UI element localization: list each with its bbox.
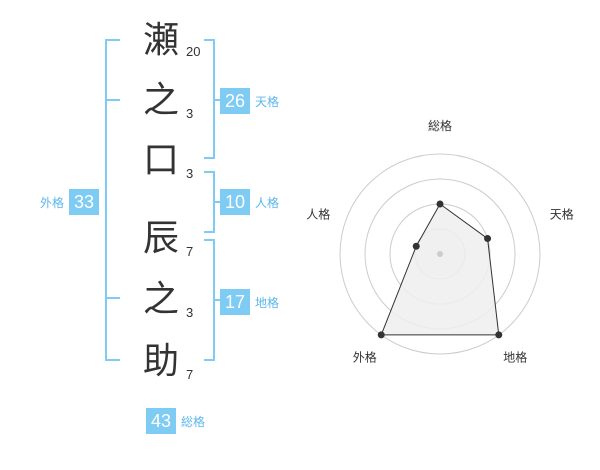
radar-point-3 [495,331,503,339]
stroke-count-5: 3 [186,305,194,320]
chikaku-label: 地格 [255,295,280,310]
name-char-6: 助 [142,341,179,382]
chikaku-badge: 17 地格 [220,289,279,315]
gaikaku-label: 外格 [40,195,65,210]
radar-point-5 [412,242,420,250]
radar-grid-ring-4 [339,153,541,355]
radar-point-2 [484,235,492,243]
stroke-count-6: 7 [186,367,194,382]
radar-center-dot [437,251,443,257]
tenkaku-value: 26 [220,88,250,114]
name-char-4: 辰 [142,218,179,259]
radar-axis-label-4: 外格 [353,350,377,365]
radar-point-1 [436,200,444,208]
radar-axis-label-2: 天格 [550,206,574,221]
tenkaku-label: 天格 [255,94,280,109]
stroke-count-2: 3 [186,106,194,121]
jinkaku-value: 10 [220,189,250,215]
tenkaku-badge: 26 天格 [220,88,279,114]
gaikaku-bracket [105,39,120,361]
radar-axis-label-1: 総格 [428,118,452,133]
radar-axis-label-3: 地格 [503,350,527,365]
radar-point-4 [377,331,385,339]
name-char-5: 之 [142,279,179,320]
stroke-count-1: 20 [186,44,201,59]
gaikaku-value: 33 [69,189,100,215]
gaikaku-badge: 外格 33 [40,189,100,215]
name-char-1: 瀬 [142,20,179,61]
radar-axis-label-5: 人格 [306,206,330,221]
chikaku-value: 17 [220,289,250,315]
soukaku-badge: 43 総格 [146,408,205,434]
radar-value-area [380,203,500,336]
name-char-3: 口 [142,140,179,181]
jinkaku-badge: 10 人格 [220,189,279,215]
stroke-count-3: 3 [186,166,194,181]
jinkaku-label: 人格 [255,195,280,210]
soukaku-label: 総格 [181,414,206,429]
soukaku-value: 43 [146,408,176,434]
stroke-count-4: 7 [186,244,194,259]
name-char-2: 之 [142,80,179,121]
